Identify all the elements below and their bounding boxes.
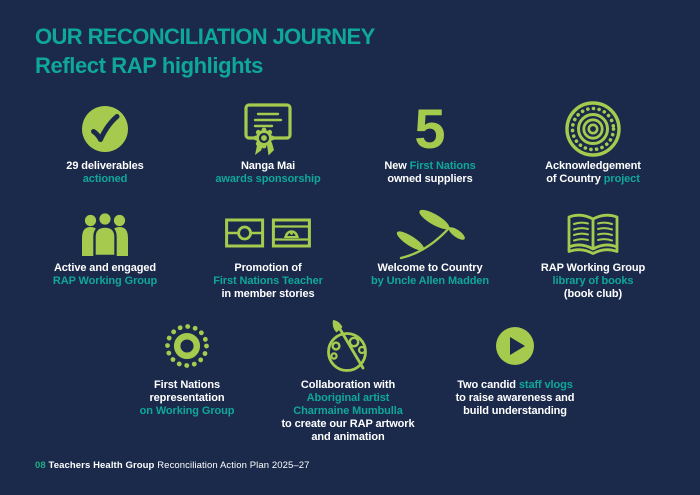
highlight-nanga-mai: Nanga Mai awards sponsorship (183, 100, 353, 186)
highlight-promotion: Promotion of First Nations Teacher in me… (183, 207, 353, 301)
highlight-line: Active and engaged (53, 262, 157, 274)
highlight-line: RAP Working Group (52, 275, 158, 287)
highlight-line: First Nations (154, 379, 220, 391)
highlight-line: in member stories (221, 288, 315, 300)
dot-ring-icon (102, 315, 272, 377)
highlight-segment: New (384, 160, 410, 172)
highlight-line: and animation (311, 431, 385, 443)
highlight-line: representation (149, 392, 225, 404)
highlight-line: (book club) (563, 288, 623, 300)
highlight-line: Collaboration with (300, 379, 396, 391)
highlight-collaboration: Collaboration with Aboriginal artist Cha… (263, 315, 433, 444)
page-number: 08 (35, 460, 46, 471)
highlight-vlogs: Two candid staff vlogs to raise awarenes… (430, 315, 600, 418)
highlight-line: of Country project (508, 173, 678, 186)
highlight-segment: project (603, 173, 640, 185)
highlight-deliverables: 29 deliverables actioned (20, 100, 190, 186)
page-subtitle: Reflect RAP highlights (35, 53, 263, 79)
big-number-5: 5 (345, 100, 515, 158)
highlight-line: Nanga Mai (240, 160, 296, 172)
aboriginal-and-torres-strait-flags-icon (183, 207, 353, 260)
highlight-working-group: Active and engaged RAP Working Group (20, 207, 190, 288)
highlight-line: 29 deliverables (66, 160, 144, 172)
highlight-line: to raise awareness and (455, 392, 575, 404)
certificate-award-icon (183, 100, 353, 158)
highlight-line: build understanding (463, 405, 567, 417)
highlight-line: New First Nations (345, 160, 515, 173)
highlight-line: to create our RAP artwork (281, 418, 415, 430)
paint-palette-brush-icon (263, 315, 433, 377)
highlight-line: Promotion of (234, 262, 302, 274)
highlight-line: on Working Group (139, 405, 235, 417)
highlight-line: library of books (552, 275, 634, 287)
highlight-line: awards sponsorship (215, 173, 321, 185)
number-5-text: 5 (414, 97, 446, 160)
highlight-line: actioned (82, 173, 128, 185)
highlight-segment: of Country (546, 173, 604, 185)
highlight-line: Charmaine Mumbulla (293, 405, 403, 417)
highlight-segment: Two candid (457, 379, 519, 391)
highlight-line: Two candid staff vlogs (430, 379, 600, 392)
open-book-icon (508, 207, 678, 260)
highlight-acknowledgement: Acknowledgement of Country project (508, 100, 678, 186)
page-header: OUR RECONCILIATION JOURNEY Reflect RAP h… (35, 24, 375, 80)
page-title: OUR RECONCILIATION JOURNEY (35, 24, 375, 49)
people-group-icon (20, 207, 190, 260)
highlight-representation: First Nations representation on Working … (102, 315, 272, 418)
highlight-line: owned suppliers (387, 173, 473, 185)
highlight-library: RAP Working Group library of books (book… (508, 207, 678, 301)
footer: 08 Teachers Health Group Reconciliation … (35, 460, 310, 471)
highlight-line: Aboriginal artist (306, 392, 390, 404)
eucalyptus-leaves-icon (345, 207, 515, 260)
highlight-segment: staff vlogs (518, 379, 573, 391)
play-button-icon (430, 315, 600, 377)
highlight-line: First Nations Teacher (213, 275, 323, 287)
check-circle-icon (20, 100, 190, 158)
highlight-line: by Uncle Allen Madden (371, 275, 489, 287)
highlight-segment: First Nations (409, 160, 476, 172)
highlight-welcome: Welcome to Country by Uncle Allen Madden (345, 207, 515, 288)
highlight-suppliers: 5 New First Nations owned suppliers (345, 100, 515, 186)
concentric-dot-circles-icon (508, 100, 678, 158)
footer-document-title: Reconciliation Action Plan 2025–27 (157, 460, 310, 471)
highlight-line: Acknowledgement (545, 160, 641, 172)
highlight-line: RAP Working Group (540, 262, 646, 274)
footer-brand: Teachers Health Group (48, 460, 155, 471)
highlight-line: Welcome to Country (377, 262, 483, 274)
